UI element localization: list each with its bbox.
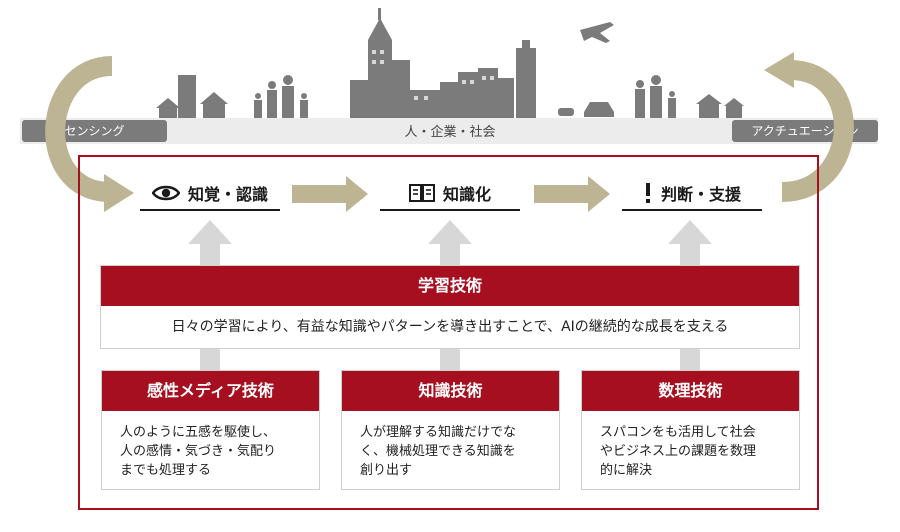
sensing-curved-arrow (45, 56, 113, 202)
tech-description: 人のように五感を駆使し、 人の感情・気づき・気配り までも処理する (102, 411, 319, 480)
car-icon (584, 102, 614, 117)
tech-description-line: 人の感情・気づき・気配り (120, 444, 277, 459)
tech-box-media: 感性メディア技術 人のように五感を駆使し、 人の感情・気づき・気配り までも処理… (101, 370, 320, 490)
tech-description-line: 創り出す (360, 463, 413, 478)
ai-frame (78, 155, 819, 510)
learning-description: 日々の学習により、有益な知識やパターンを導き出すことで、AIの継続的な成長を支え… (171, 319, 729, 335)
tech-box-knowledge: 知識技術 人が理解する知識だけでな く、機械処理できる知識を 創り出す (341, 370, 560, 490)
building-icon (178, 75, 196, 118)
house-icon (696, 94, 722, 118)
arrow-head (104, 174, 134, 212)
stage-label: 判断・支援 (660, 185, 741, 204)
society-label: 人・企業・社会 (404, 125, 496, 140)
skyscraper-icon (350, 8, 536, 118)
tech-title: 数理技術 (582, 371, 799, 411)
stage-label: 知覚・認識 (187, 185, 268, 204)
actuation-curved-arrow (781, 60, 854, 202)
people-icon (635, 75, 676, 118)
learning-technology-box: 学習技術 日々の学習により、有益な知識やパターンを導き出すことで、AIの継続的な… (100, 265, 800, 349)
tech-description: スパコンをも活用して社会 やビジネス上の課題を数理 的に解決 (582, 411, 799, 480)
city-skyline-illustration (156, 8, 744, 118)
house-icon (724, 98, 744, 118)
tech-description-line: く、機械処理できる知識を (360, 444, 516, 459)
stage-label: 知識化 (442, 185, 491, 204)
people-icon (254, 75, 308, 118)
tech-description-line: スパコンをも活用して社会 (600, 425, 756, 440)
tech-description-line: 的に解決 (600, 463, 653, 478)
stage-knowledge: 知識化 (380, 177, 520, 211)
house-icon (156, 98, 180, 118)
tech-box-math: 数理技術 スパコンをも活用して社会 やビジネス上の課題を数理 的に解決 (581, 370, 800, 490)
tech-title: 感性メディア技術 (102, 371, 319, 411)
stage-perception: 知覚・認識 (140, 177, 280, 211)
arrow-head (764, 52, 794, 88)
exclamation-icon (643, 183, 653, 203)
eye-icon (151, 185, 180, 201)
tech-description-line: 人のように五感を駆使し、 (120, 425, 277, 440)
car-icon (558, 108, 574, 116)
tech-description-line: 人が理解する知識だけでな (360, 425, 517, 440)
stage-arrow-1 (292, 176, 368, 212)
airplane-icon (580, 22, 614, 43)
learning-title: 学習技術 (101, 266, 799, 306)
house-icon (200, 92, 228, 118)
book-icon (408, 184, 435, 202)
tech-title: 知識技術 (342, 371, 559, 411)
stage-arrow-2 (534, 176, 610, 212)
stage-judgment: 判断・支援 (622, 177, 762, 211)
tech-description-line: までも処理する (120, 463, 212, 478)
tech-description-line: やビジネス上の課題を数理 (600, 444, 757, 459)
tech-description: 人が理解する知識だけでな く、機械処理できる知識を 創り出す (342, 411, 559, 480)
